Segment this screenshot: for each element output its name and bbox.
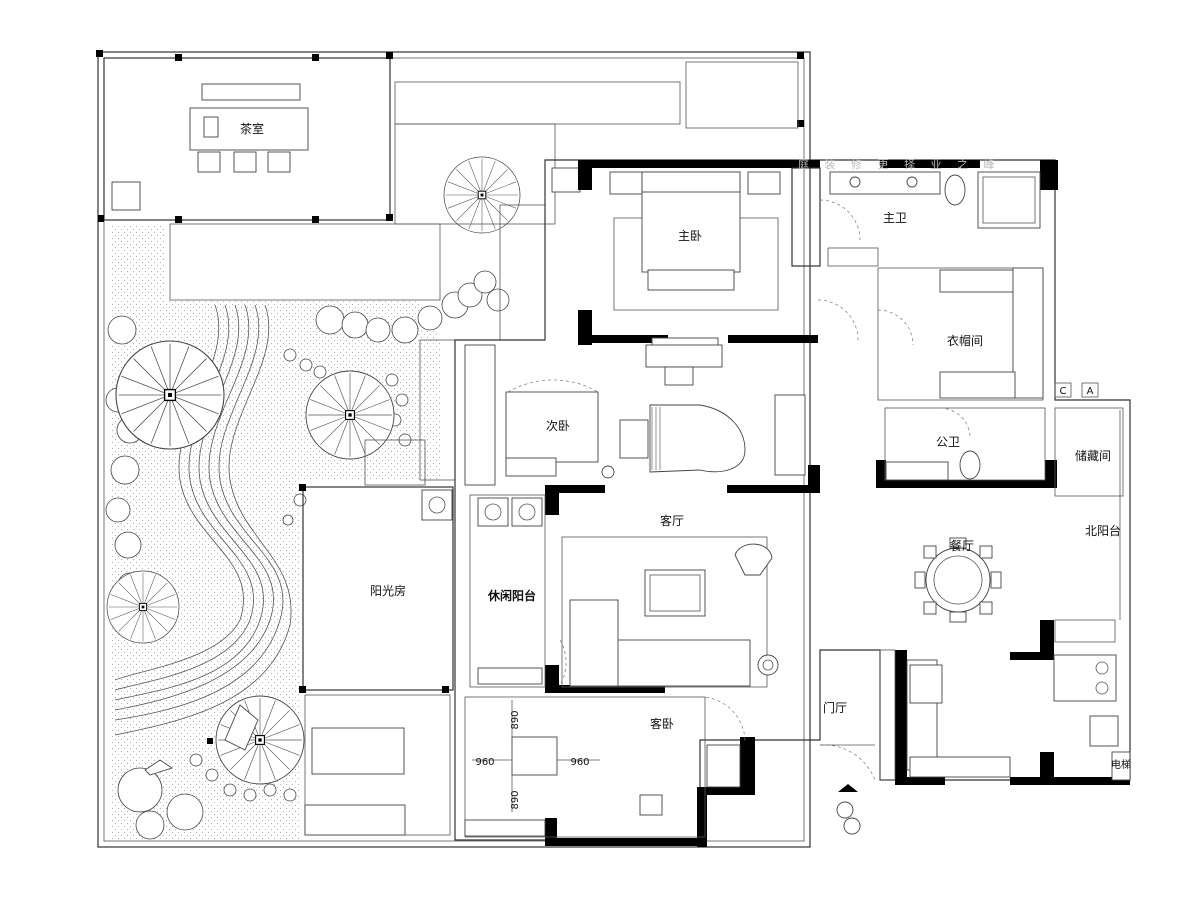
dim-890-bottom: 890 [510,790,521,809]
marker-c: C [1060,386,1067,397]
label-sunroom: 阳光房 [370,583,406,598]
north-balcony: 北阳台 [1054,410,1121,643]
dim-960-right: 960 [570,757,589,768]
sunroom: 阳光房 [299,484,454,693]
interior-outline [454,159,1131,841]
label-leisure-balcony: 休闲阳台 [487,588,536,603]
storage: C A 储藏间 [1054,382,1124,497]
label-cloakroom: 衣帽间 [947,333,983,348]
label-second-bedroom: 次卧 [546,419,570,433]
dim-960-left: 960 [475,757,494,768]
brick-paving [169,61,799,836]
label-north-balcony: 北阳台 [1085,523,1121,538]
garden [105,156,521,840]
label-master-bedroom: 主卧 [678,229,702,243]
label-tea-room: 茶室 [240,121,264,136]
door-swings [559,199,914,743]
tea-room: 茶室 [96,50,804,223]
master-bedroom: 主卧 [609,171,781,349]
label-guest-bedroom: 客卧 [650,716,674,731]
second-bedroom: 次卧 [464,344,806,486]
kitchen: 电梯 [879,649,1131,781]
master-bath: 主卫 庭 装 修 更 择 业 之 峰 [791,157,1041,267]
label-dining-room: 餐厅 [950,538,974,553]
dim-890-top: 890 [510,710,521,729]
dining-room: 餐厅 [914,537,1002,623]
public-bath: 公卫 [884,407,1046,481]
cloakroom: 衣帽间 [877,267,1044,401]
watermark: 庭 装 修 更 择 业 之 峰 [798,157,1000,171]
marker-a: A [1087,386,1094,397]
label-living-room: 客厅 [660,513,684,528]
walls [545,160,1130,847]
leisure-balcony: 休闲阳台 [469,494,546,688]
label-kitchen-tag: 电梯 [1111,758,1131,771]
entrance-hall: 门厅 [819,700,876,835]
guest-bedroom: 960 960 890 890 客卧 [464,696,741,838]
label-master-bath: 主卫 [883,211,907,225]
label-storage: 储藏间 [1075,448,1111,463]
label-entrance-hall: 门厅 [823,700,847,715]
label-public-bath: 公卫 [936,435,960,449]
living-room: 客厅 [561,513,779,688]
